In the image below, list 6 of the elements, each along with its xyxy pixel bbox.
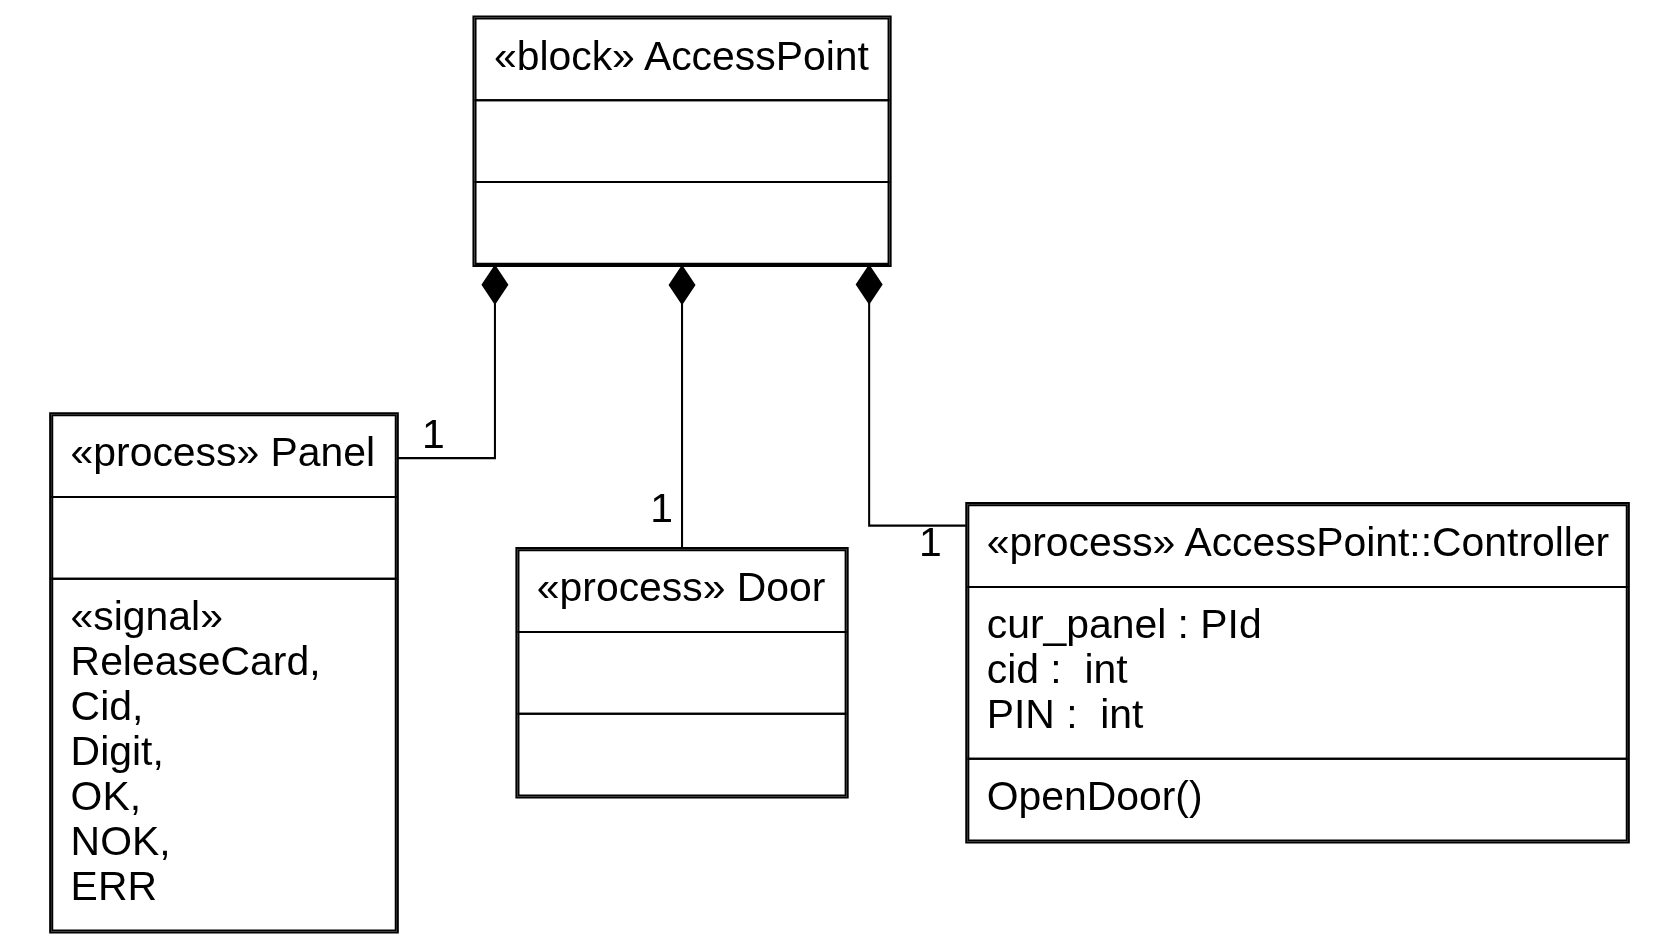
connector [855, 264, 966, 527]
connector [397, 264, 509, 460]
edge-label: 1 [650, 485, 673, 532]
connector [668, 264, 696, 548]
edge-label: 1 [919, 519, 942, 566]
edge-label: 1 [421, 410, 445, 457]
